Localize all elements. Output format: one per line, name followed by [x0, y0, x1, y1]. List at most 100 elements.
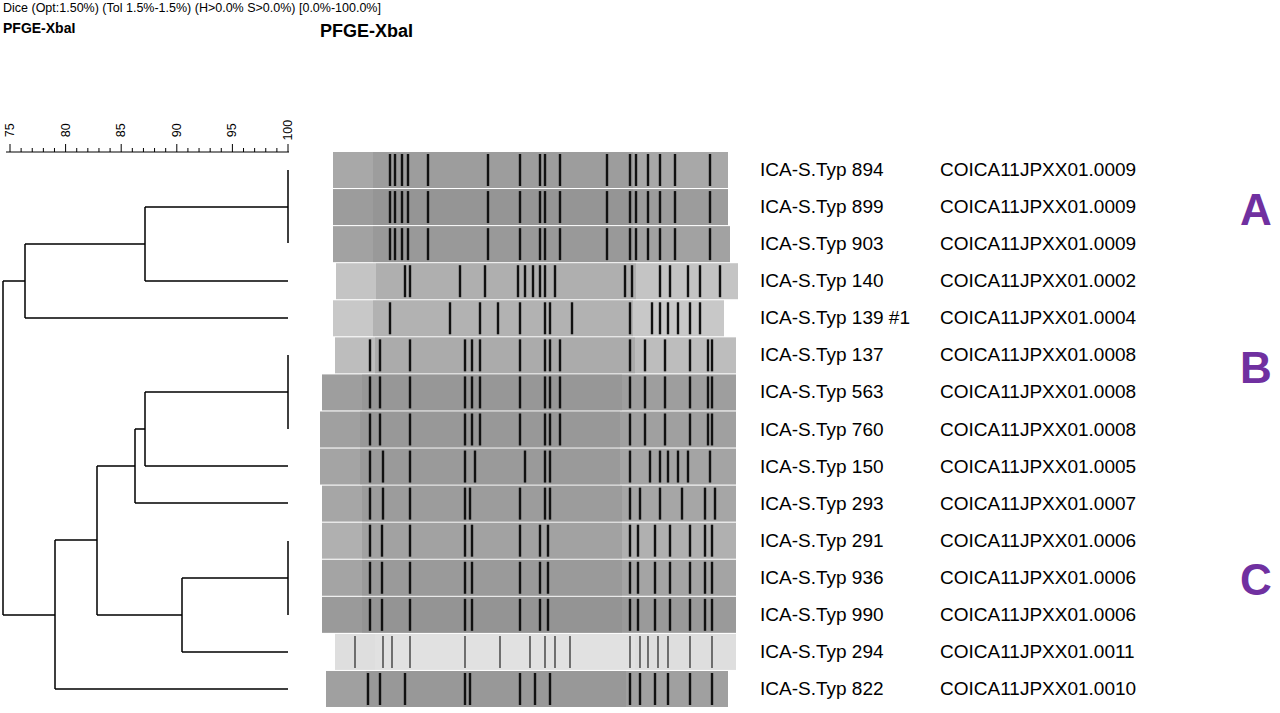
- isolate-name: ICA-S.Typ 990: [760, 604, 884, 626]
- scale-tick: [32, 148, 33, 152]
- gel-band: [464, 636, 465, 668]
- gel-band: [524, 451, 526, 483]
- scale-tick: [187, 148, 188, 152]
- scale-tick: [199, 148, 200, 152]
- isolate-name: ICA-S.Typ 822: [760, 678, 884, 700]
- scale-tick: [288, 144, 289, 152]
- gel-band: [409, 599, 411, 631]
- gel-band: [711, 339, 713, 371]
- gel-band: [629, 228, 631, 260]
- gel-band: [464, 413, 466, 445]
- gel-band: [519, 673, 521, 705]
- gel-band: [409, 562, 411, 594]
- gel-band: [497, 302, 499, 334]
- gel-band: [657, 636, 658, 668]
- pattern-code: COICA11JPXX01.0006: [940, 530, 1136, 552]
- gel-band: [534, 673, 536, 705]
- gel-band: [544, 228, 546, 260]
- gel-band: [409, 339, 411, 371]
- gel-band: [469, 488, 471, 520]
- gel-band: [635, 154, 637, 186]
- lane-ground: [335, 337, 736, 373]
- gel-band: [629, 413, 631, 445]
- gel-band: [659, 154, 661, 186]
- gel-lane: [320, 449, 736, 485]
- gel-band: [629, 525, 631, 557]
- gel-band: [637, 599, 639, 631]
- gel-band: [517, 265, 519, 297]
- isolate-name: ICA-S.Typ 894: [760, 159, 884, 181]
- gel-band: [354, 636, 355, 668]
- gel-band: [499, 636, 500, 668]
- gel-band: [711, 376, 713, 408]
- lane-smear: [362, 486, 622, 522]
- gel-band: [369, 562, 371, 594]
- gel-band: [704, 599, 706, 631]
- gel-band: [394, 154, 396, 186]
- isolate-name: ICA-S.Typ 760: [760, 419, 884, 441]
- gel-band: [544, 636, 545, 668]
- gel-band: [544, 451, 546, 483]
- gel-band: [464, 525, 466, 557]
- cluster-letter: B: [1240, 343, 1272, 394]
- gel-band: [629, 191, 631, 223]
- lane-ground: [333, 300, 724, 336]
- gel-band: [559, 228, 561, 260]
- gel-band: [549, 376, 551, 408]
- gel-band: [629, 673, 631, 705]
- gel-band: [719, 265, 721, 297]
- gel-band: [659, 265, 661, 297]
- scale-tick: [21, 148, 22, 152]
- gel-band: [667, 451, 669, 483]
- scale-tick: [65, 144, 66, 152]
- gel-band: [427, 191, 429, 223]
- gel-band: [389, 228, 391, 260]
- gel-band: [569, 636, 570, 668]
- gel-band: [379, 339, 381, 371]
- gel-band: [669, 562, 671, 594]
- gel-band: [409, 265, 411, 297]
- gel-band: [689, 636, 690, 668]
- gel-band: [539, 525, 541, 557]
- gel-band: [707, 376, 709, 408]
- gel-band: [667, 302, 669, 334]
- gel-band: [629, 376, 631, 408]
- scale-tick: [143, 148, 144, 152]
- isolate-name: ICA-S.Typ 139 #1: [760, 307, 910, 329]
- gel-lane: [322, 486, 736, 522]
- pattern-code: COICA11JPXX01.0009: [940, 233, 1136, 255]
- pattern-code: COICA11JPXX01.0011: [940, 641, 1135, 663]
- scale-number: 90: [170, 123, 184, 137]
- pattern-code: COICA11JPXX01.0004: [940, 307, 1136, 329]
- gel-band: [559, 339, 561, 371]
- gel-band: [407, 228, 409, 260]
- gel-band: [487, 154, 489, 186]
- gel-band: [699, 302, 701, 334]
- gel-band: [464, 451, 466, 483]
- gel-band: [544, 154, 546, 186]
- gel-band: [539, 562, 541, 594]
- gel-band: [649, 451, 651, 483]
- dendrogram-branch: [182, 541, 288, 652]
- gel-band: [401, 228, 403, 260]
- gel-image: [320, 152, 738, 707]
- gel-band: [549, 488, 551, 520]
- gel-band: [674, 191, 676, 223]
- lane-smear: [362, 374, 622, 410]
- gel-band: [401, 191, 403, 223]
- gel-band: [539, 599, 541, 631]
- cluster-letter: C: [1240, 555, 1272, 606]
- gel-band: [519, 191, 521, 223]
- gel-band: [659, 488, 661, 520]
- gel-band: [382, 451, 384, 483]
- dendrogram-branch: [135, 429, 288, 503]
- gel-band: [539, 265, 541, 297]
- gel-band: [471, 525, 473, 557]
- isolate-name: ICA-S.Typ 903: [760, 233, 884, 255]
- scale-line: [6, 152, 289, 153]
- scale-tick: [276, 148, 277, 152]
- dendrogram-branch: [145, 355, 288, 466]
- gel-band: [369, 488, 371, 520]
- isolate-name: ICA-S.Typ 293: [760, 493, 884, 515]
